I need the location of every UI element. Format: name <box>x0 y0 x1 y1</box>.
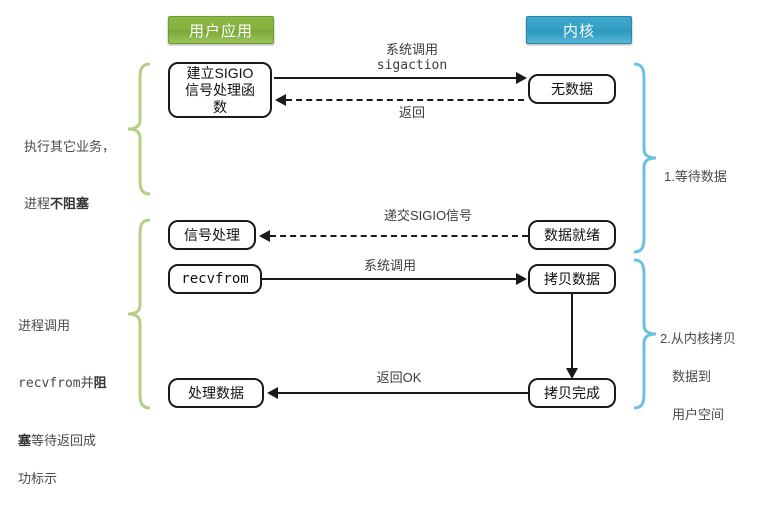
node-process-data[interactable]: 处理数据 <box>168 378 264 408</box>
column-header-kernel: 内核 <box>526 16 632 44</box>
annotation-left-top-line2: 进程不阻塞 <box>24 175 128 213</box>
annotation-right-bottom: 2.从内核拷贝 数据到 用户空间 <box>660 310 766 443</box>
annotation-right-top-text: 1.等待数据 <box>664 169 727 184</box>
annotation-right-bottom-line3: 用户空间 <box>672 407 725 422</box>
edge-label-syscall-sigaction: 系统调用 sigaction <box>332 42 492 74</box>
annotation-right-bottom-line2: 数据到 <box>672 369 712 384</box>
edge-label-return-ok: 返回OK <box>376 370 422 385</box>
edge-copy-progress-line <box>571 294 573 372</box>
edge-syscall-arrowhead <box>516 273 527 285</box>
edge-syscall-sigaction-arrowhead <box>516 72 527 84</box>
node-copy-data[interactable]: 拷贝数据 <box>528 264 616 294</box>
edge-label-return: 返回 <box>398 105 425 120</box>
edge-deliver-sigio-line <box>270 235 528 237</box>
edge-label-deliver-sigio: 递交SIGIO信号 <box>383 208 473 223</box>
edge-return-ok-line <box>278 392 528 394</box>
edge-return-arrowhead <box>275 94 286 106</box>
annotation-left-bottom-line1: 进程调用 <box>18 318 71 333</box>
annotation-right-top: 1.等待数据 <box>664 148 764 205</box>
right-brace-bottom <box>633 258 657 410</box>
annotation-left-bottom-line2-bold: 阻 <box>93 375 107 390</box>
node-no-data[interactable]: 无数据 <box>528 74 616 104</box>
edge-copy-progress-arrowhead <box>566 368 578 379</box>
edge-syscall-line <box>262 278 518 280</box>
annotation-left-bottom: 进程调用 recvfrom并阻 塞等待返回成 功标示 <box>18 297 130 507</box>
node-copy-done[interactable]: 拷贝完成 <box>528 378 616 408</box>
edge-return-ok-arrowhead <box>267 387 278 399</box>
node-establish-sigio[interactable]: 建立SIGIO 信号处理函 数 <box>168 62 272 118</box>
annotation-right-bottom-line1: 2.从内核拷贝 <box>660 331 736 346</box>
annotation-left-top-line1: 执行其它业务， <box>24 139 116 154</box>
edge-label-syscall: 系统调用 <box>363 258 416 273</box>
annotation-left-bottom-line2-plain: 并 <box>80 375 94 390</box>
left-brace-top <box>127 62 151 196</box>
annotation-left-top: 执行其它业务， 进程不阻塞 <box>24 118 128 232</box>
annotation-left-bottom-line3-bold: 塞 <box>18 433 32 448</box>
node-data-ready[interactable]: 数据就绪 <box>528 220 616 250</box>
edge-return-line <box>286 99 524 101</box>
annotation-left-bottom-line4: 功标示 <box>18 471 58 486</box>
edge-label-syscall-sigaction-line1: 系统调用 <box>385 42 438 57</box>
annotation-left-bottom-line3: 塞等待返回成 <box>18 412 130 450</box>
diagram-canvas: 用户应用 内核 建立SIGIO 信号处理函 数 无数据 系统调用 sigacti… <box>18 16 764 486</box>
column-header-user-application: 用户应用 <box>168 16 274 44</box>
annotation-left-top-line2-plain: 进程 <box>24 196 51 211</box>
annotation-left-bottom-recvfrom: recvfrom <box>18 376 81 391</box>
node-signal-handle[interactable]: 信号处理 <box>168 220 256 250</box>
edge-deliver-sigio-arrowhead <box>259 230 270 242</box>
edge-syscall-sigaction-line <box>274 77 518 79</box>
left-brace-bottom <box>127 218 151 410</box>
annotation-left-bottom-line2: recvfrom并阻 <box>18 354 130 393</box>
edge-label-syscall-sigaction-line2: sigaction <box>376 58 448 73</box>
node-recvfrom[interactable]: recvfrom <box>168 264 262 294</box>
annotation-left-bottom-line3-plain: 等待返回成 <box>31 433 97 448</box>
annotation-left-top-line2-bold: 不阻塞 <box>50 196 90 211</box>
right-brace-top <box>633 62 657 254</box>
